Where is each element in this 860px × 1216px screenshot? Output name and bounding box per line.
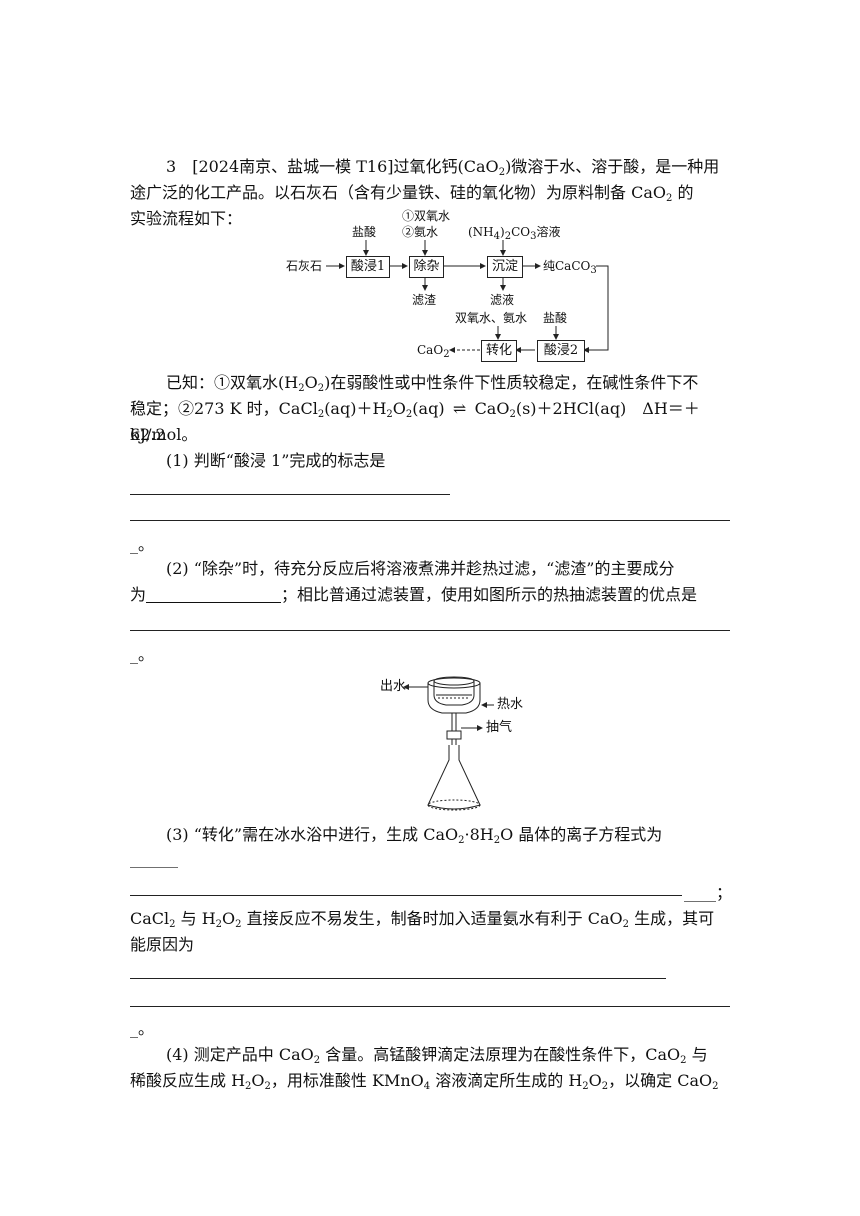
flow-input-nh42co3: (NH4)2CO3溶液 [468,225,561,242]
flow-input-h2o2: ①双氧水 [402,209,451,223]
q2-blank-residue[interactable] [146,586,282,603]
flow-start-label: 石灰石 [286,259,323,273]
apparatus-drawing [403,676,494,811]
q3-line4: 能原因为 [130,935,195,954]
flow-input-hcl: 盐酸 [352,225,377,239]
q3-semicolon: ____； [684,883,733,902]
q3-answer-line-2[interactable] [130,978,666,979]
flow-output-residue: 滤渣 [412,293,437,307]
q1-answer-line-2[interactable] [130,520,730,521]
question-intro-line3: 实验流程如下： [130,209,243,228]
q1-end: _。 [130,535,155,554]
q1-text: (1) 判断“酸浸 1”完成的标志是 [166,451,386,470]
q2-line2: 为；相比普通过滤装置，使用如图所示的热抽滤装置的优点是 [130,585,698,604]
apparatus-water-out: 出水 [380,679,407,694]
flow-box-precipitation: 沉淀 [487,256,523,278]
flow-pure-caco3-label: 纯CaCO3 [543,259,597,276]
question-source: [2024南京、盐城一模 T16] [192,157,394,176]
q3-text: (3) “转化”需在冰水浴中进行，生成 CaO2·8H2O 晶体的离子方程式为 [166,825,663,846]
q2-text: (2) “除杂”时，待充分反应后将溶液煮沸并趁热过滤，“滤渣”的主要成分 [166,559,675,578]
q3-answer-line-1[interactable] [130,895,682,896]
apparatus-suction: 抽气 [486,720,513,735]
q2-answer-line[interactable] [130,630,730,631]
question-intro-line2: 途广泛的化工产品。以石灰石（含有少量铁、硅的氧化物）为原料制备 CaO2 的 [130,183,694,204]
q4-line1: (4) 测定产品中 CaO2 含量。高锰酸钾滴定法原理为在酸性条件下，CaO2 … [166,1045,708,1066]
known-line2: 稳定；②273 K 时，CaCl2(aq)＋H2O2(aq)⇌CaO2(s)＋2… [130,396,730,448]
flow-box-impurity-removal: 除杂 [409,256,444,278]
flow-box-acid-leach-1: 酸浸1 [346,256,390,278]
q3-answer-line-3[interactable] [130,1006,730,1007]
q3-line3: CaCl2 与 H2O2 直接反应不易发生，制备时加入适量氨水有利于 CaO2 … [130,909,715,930]
known-line3: kJ/mol。 [130,425,198,444]
apparatus-hot-water: 热水 [497,697,524,712]
question-number: 3 [166,157,177,176]
flow-cao2-label: CaO2 [417,343,450,360]
flow-box-conversion: 转化 [481,340,517,362]
flow-arrows [326,240,609,353]
q3-short-blank[interactable]: ______ [130,849,178,868]
flow-box-acid-leach-2: 酸浸2 [537,340,585,362]
equilibrium-arrow-icon: ⇌ [452,399,467,418]
flow-output-filtrate: 滤液 [490,293,515,307]
q3-end: _。 [130,1019,155,1038]
flow-input-h2o2-nh3: 双氧水、氨水 [455,311,528,325]
q1-answer-line-1[interactable] [130,494,450,495]
q2-end: _。 [130,645,155,664]
flow-input-hcl-2: 盐酸 [543,311,568,325]
question-intro: 3 [2024南京、盐城一模 T16]过氧化钙(CaO2)微溶于水、溶于酸，是一… [166,157,720,178]
known-line1: 已知：①双氧水(H2O2)在弱酸性或中性条件下性质较稳定，在碱性条件下不 [166,373,699,394]
q4-line2: 稀酸反应生成 H2O2，用标准酸性 KMnO4 溶液滴定所生成的 H2O2，以确… [130,1071,719,1092]
flow-input-nh3: ②氨水 [402,225,439,239]
